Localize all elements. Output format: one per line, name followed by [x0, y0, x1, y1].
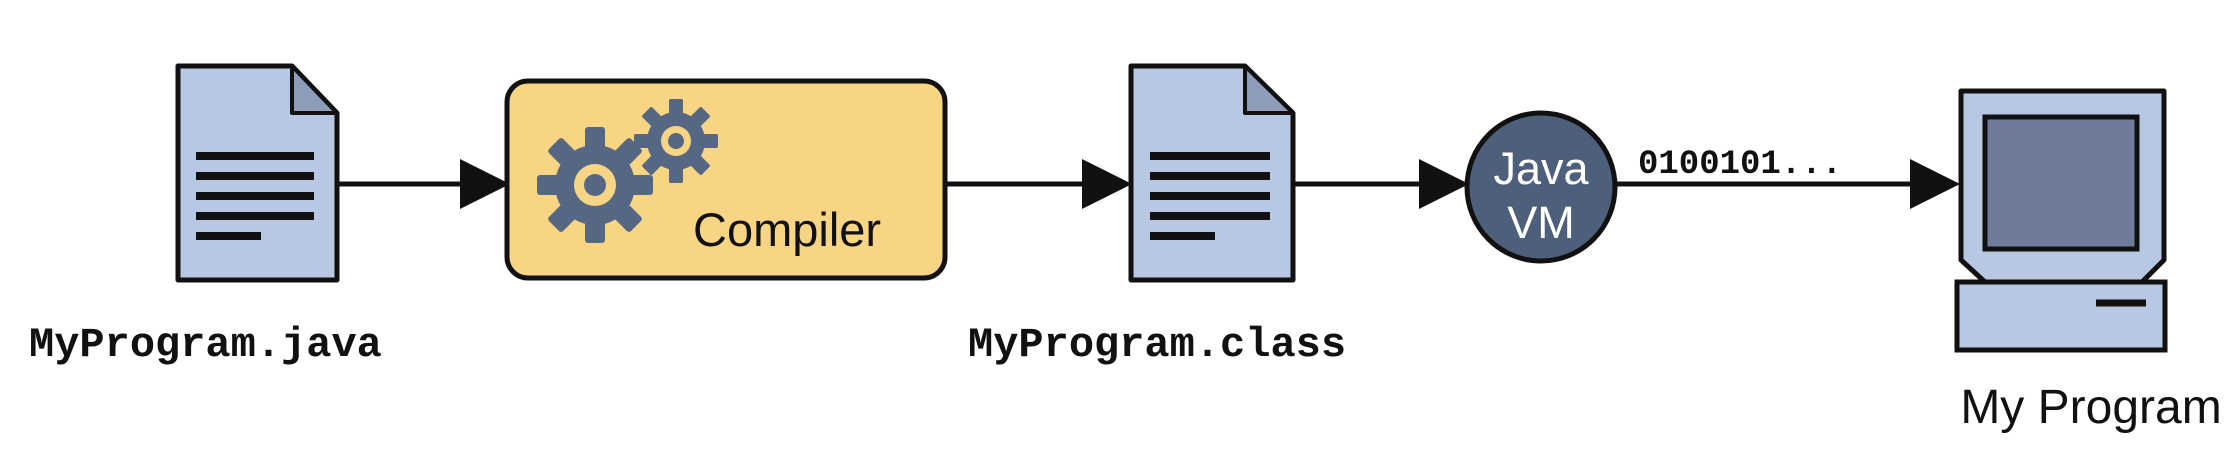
program-label: My Program [1960, 381, 2221, 434]
class-file-lines [1150, 152, 1270, 240]
monitor-screen [1982, 114, 2140, 252]
class-file-label: MyProgram.class [968, 321, 1346, 369]
keyboard-base [1954, 279, 2168, 353]
compiler-box: Compiler [504, 78, 948, 281]
class-file-icon [1128, 63, 1296, 283]
jvm-node: Java VM [1464, 110, 1618, 264]
bytecode-label: 0100101... [1638, 146, 1842, 184]
jvm-label-line-1: Java [1493, 143, 1589, 194]
small-gear-icon [634, 99, 718, 183]
source-file-fold [290, 64, 339, 115]
class-file-fold [1243, 64, 1295, 115]
jvm-circle [1464, 110, 1618, 264]
large-gear-icon [537, 127, 653, 243]
compiler-box-shape [504, 78, 948, 281]
source-file-icon [175, 63, 340, 283]
compiler-label: Compiler [693, 203, 881, 256]
computer-icon [1954, 88, 2168, 353]
source-file-label: MyProgram.java [29, 321, 382, 369]
jvm-label-line-2: VM [1507, 197, 1575, 248]
source-file-lines [196, 152, 314, 240]
